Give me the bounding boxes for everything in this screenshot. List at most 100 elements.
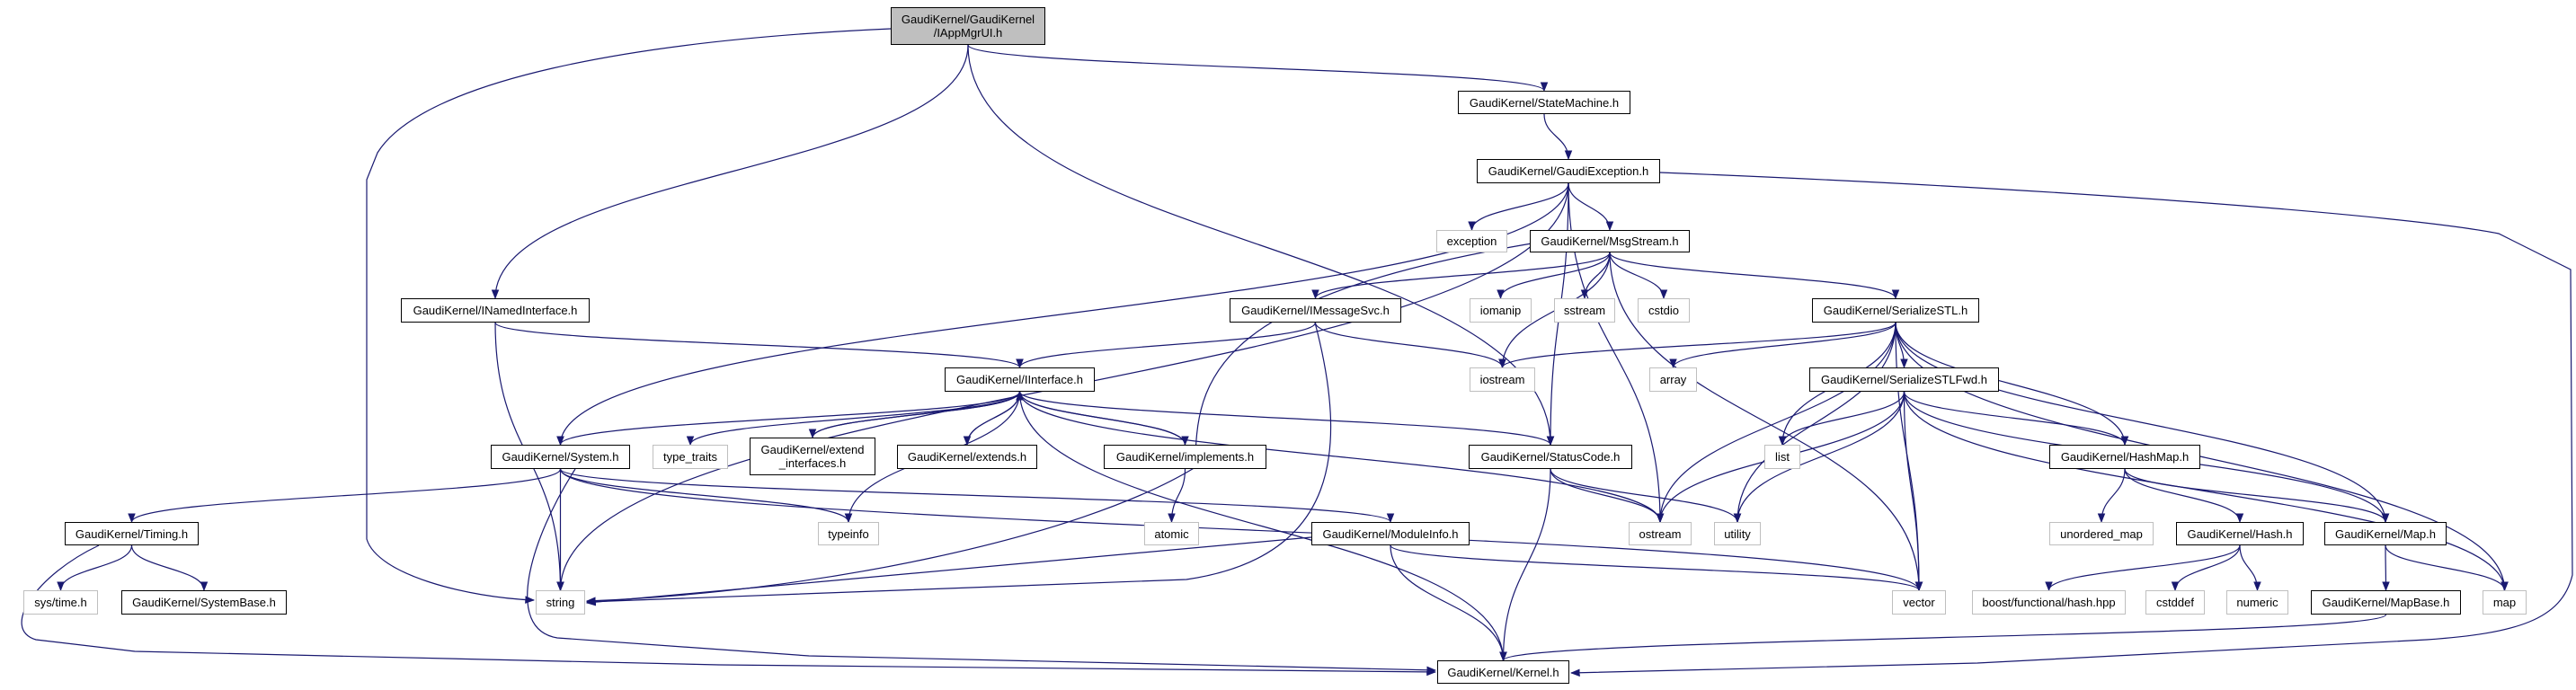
edge-extend_interfaces-to-IInterface [812, 390, 1024, 438]
node-msgstream[interactable]: GaudiKernel/MsgStream.h [1530, 230, 1690, 252]
node-hashmap[interactable]: GaudiKernel/HashMap.h [2049, 445, 2200, 469]
node-imessagesvc[interactable]: GaudiKernel/IMessageSvc.h [1230, 298, 1401, 323]
edge-MsgStream-to-SerializeSTL [1609, 252, 1900, 300]
node-ostream: ostream [1629, 522, 1692, 545]
edge-System-to-Timing [128, 468, 562, 524]
edge-HashMap-to-Hash [2124, 468, 2244, 524]
node-map: map [2483, 590, 2527, 615]
edge-SerializeSTL-to-ostream [1656, 322, 1896, 524]
edge-SerializeSTL-to-utility [1733, 322, 1896, 524]
edge-SerializeSTL-to-array [1669, 322, 1896, 369]
edge-IInterface-to-type_traits [686, 391, 1021, 447]
node-iomanip: iomanip [1470, 298, 1532, 323]
edge-ModuleInfo-to-string [585, 536, 1312, 606]
node-string: string [536, 590, 585, 615]
edge-MsgStream-to-cstdio [1609, 252, 1668, 300]
node-statuscode[interactable]: GaudiKernel/StatusCode.h [1469, 445, 1632, 469]
edge-MapBase-to-Kernel [1499, 614, 2387, 662]
node-inamedinterface[interactable]: GaudiKernel/INamedInterface.h [401, 298, 590, 323]
node-systembase[interactable]: GaudiKernel/SystemBase.h [121, 590, 287, 615]
edge-IInterface-to-StatusCode [1018, 391, 1555, 447]
edge-StateMachine-to-GaudiException [1543, 113, 1573, 161]
edge-Map-to-MapBase [2382, 544, 2390, 592]
node-timing[interactable]: GaudiKernel/Timing.h [65, 522, 199, 545]
edge-Timing-to-SystemBase [130, 544, 209, 592]
edge-SerializeSTLFwd-to-HashMap [1903, 391, 2129, 447]
edge-INamedInterface-to-IInterface [494, 322, 1024, 369]
node-iostream: iostream [1470, 367, 1535, 392]
edge-root-to-string [366, 28, 892, 604]
edge-MsgStream-to-iomanip [1497, 252, 1611, 300]
node-serializestlfwd[interactable]: GaudiKernel/SerializeSTLFwd.h [1809, 367, 1999, 392]
node-moduleinfo[interactable]: GaudiKernel/ModuleInfo.h [1311, 522, 1470, 545]
node-sys-time: sys/time.h [23, 590, 98, 615]
node-system[interactable]: GaudiKernel/System.h [491, 445, 630, 469]
node-sstream: sstream [1554, 298, 1615, 323]
edge-SerializeSTL-to-iostream [1498, 322, 1896, 369]
edge-SerializeSTLFwd-to-map [1903, 391, 2509, 592]
edge-GaudiException-to-System [556, 182, 1569, 447]
edge-Timing-to-systime [57, 544, 133, 592]
edge-Hash-to-cstddef [2171, 544, 2241, 592]
edge-extends-to-IInterface [966, 390, 1024, 446]
edge-IInterface-to-Kernel [1018, 391, 1507, 662]
node-extend-interfaces[interactable]: GaudiKernel/extend _interfaces.h [750, 438, 875, 475]
node-kernel[interactable]: GaudiKernel/Kernel.h [1437, 660, 1569, 684]
node-utility: utility [1714, 522, 1761, 545]
node-atomic: atomic [1144, 522, 1199, 545]
node-vector: vector [1892, 590, 1946, 615]
edge-ModuleInfo-to-vector [1390, 544, 1923, 592]
node-root-iappmgrui: GaudiKernel/GaudiKernel /IAppMgrUI.h [891, 7, 1045, 45]
edge-root-to-INamedInterface [491, 44, 969, 300]
node-iinterface[interactable]: GaudiKernel/IInterface.h [945, 367, 1095, 392]
node-statemachine[interactable]: GaudiKernel/StateMachine.h [1458, 91, 1630, 114]
edge-System-to-vector [559, 468, 1923, 592]
edge-SerializeSTLFwd-to-vector [1903, 391, 1923, 592]
edge-SerializeSTL-to-Map [1895, 322, 2390, 524]
node-implements[interactable]: GaudiKernel/implements.h [1104, 445, 1266, 469]
edge-GaudiException-to-Kernel [1569, 172, 2573, 677]
edge-root-to-StateMachine [967, 44, 1549, 93]
node-numeric: numeric [2226, 590, 2288, 615]
node-boost-functional-hash: boost/functional/hash.hpp [1972, 590, 2126, 615]
node-typeinfo: typeinfo [818, 522, 879, 545]
node-array: array [1649, 367, 1697, 392]
edge-GaudiException-to-MsgStream [1568, 182, 1614, 232]
edge-SerializeSTL-to-HashMap [1895, 322, 2129, 447]
edge-SerializeSTLFwd-to-list [1778, 391, 1905, 447]
edge-GaudiException-to-exception [1468, 182, 1569, 232]
edge-System-to-typeinfo [559, 468, 853, 524]
edge-System-to-Kernel [527, 468, 1437, 675]
node-list: list [1764, 445, 1800, 469]
node-type-traits: type_traits [653, 445, 728, 469]
edge-StatusCode-to-Kernel [1499, 468, 1551, 662]
edge-MsgStream-to-vector [1609, 252, 1923, 592]
edge-implements-to-IInterface [1016, 390, 1186, 446]
edge-StatusCode-to-utility [1550, 468, 1742, 524]
node-cstddef: cstddef [2145, 590, 2205, 615]
edge-System-to-ModuleInfo [559, 468, 1395, 524]
edge-IInterface-to-System [556, 391, 1021, 447]
edge-IMessageSvc-to-iostream [1314, 322, 1506, 369]
node-gaudiexception[interactable]: GaudiKernel/GaudiException.h [1477, 159, 1660, 183]
node-extends[interactable]: GaudiKernel/extends.h [897, 445, 1037, 469]
edge-IMessageSvc-to-string [585, 322, 1332, 606]
edge-MsgStream-to-IMessageSvc [1311, 252, 1611, 300]
node-hash[interactable]: GaudiKernel/Hash.h [2176, 522, 2304, 545]
edge-HashMap-to-Map [2124, 468, 2390, 524]
edge-StatusCode-to-ostream [1550, 468, 1665, 524]
node-map-h[interactable]: GaudiKernel/Map.h [2324, 522, 2447, 545]
edge-IInterface-to-ostream [1018, 391, 1665, 524]
edge-Hash-to-numeric [2239, 544, 2261, 592]
node-mapbase[interactable]: GaudiKernel/MapBase.h [2311, 590, 2461, 615]
edge-IMessageSvc-to-IInterface [1016, 322, 1317, 369]
edge-SerializeSTLFwd-to-utility [1733, 391, 1905, 524]
node-exception: exception [1436, 230, 1507, 252]
edge-Map-to-map [2385, 544, 2509, 592]
node-serializestl[interactable]: GaudiKernel/SerializeSTL.h [1812, 298, 1979, 323]
edge-ModuleInfo-to-Kernel [1390, 544, 1507, 662]
node-unordered-map: unordered_map [2049, 522, 2154, 545]
node-cstdio: cstdio [1638, 298, 1690, 323]
